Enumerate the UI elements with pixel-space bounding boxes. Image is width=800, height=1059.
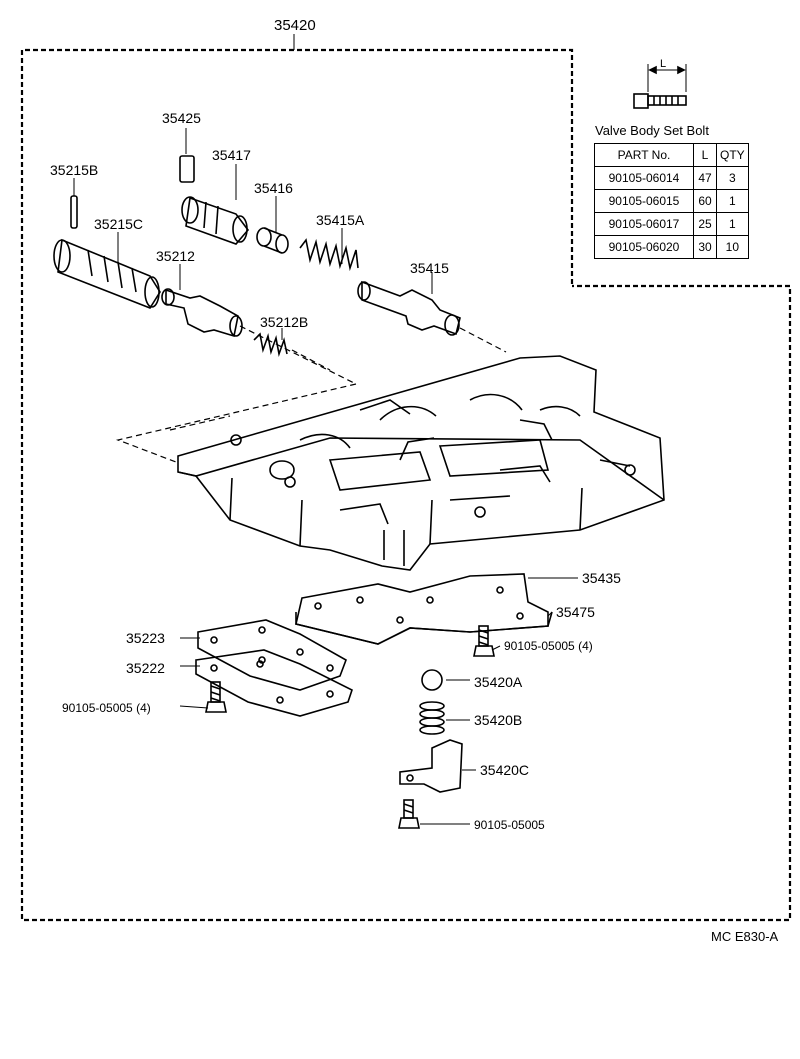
bolt-table: PART No. L QTY 90105-06014 47 3 90105-06… bbox=[594, 143, 749, 259]
table-row: 90105-06017 25 1 bbox=[594, 212, 749, 236]
label-dimension-l: L bbox=[660, 58, 667, 70]
label-35415A: 35415A bbox=[316, 212, 365, 228]
label-35212B: 35212B bbox=[260, 314, 309, 330]
label-35417: 35417 bbox=[212, 147, 251, 163]
label-35212: 35212 bbox=[156, 248, 195, 264]
label-bolt-right-plate: 90105-05005 (4) bbox=[504, 639, 593, 653]
label-35475: 35475 bbox=[556, 604, 595, 620]
bolt-table-header: PART No. bbox=[594, 143, 694, 167]
table-cell: 90105-06014 bbox=[594, 166, 694, 190]
part-35425-key bbox=[179, 155, 195, 183]
table-cell: 1 bbox=[716, 189, 749, 213]
label-35420C: 35420C bbox=[480, 762, 530, 778]
bolt-table-title: Valve Body Set Bolt bbox=[595, 123, 709, 138]
table-cell: 90105-06015 bbox=[594, 189, 694, 213]
label-35215C: 35215C bbox=[94, 216, 144, 232]
part-35212B-spring bbox=[253, 332, 288, 358]
label-35435: 35435 bbox=[582, 570, 621, 586]
label-35222: 35222 bbox=[126, 660, 165, 676]
bolt-bottom bbox=[398, 799, 420, 829]
table-cell: 10 bbox=[716, 235, 749, 259]
table-cell: 25 bbox=[693, 212, 717, 236]
part-35416-plug bbox=[256, 227, 289, 254]
part-35215B-pin bbox=[70, 195, 78, 229]
part-35417-sleeve bbox=[181, 196, 250, 245]
part-35420B-spring bbox=[419, 701, 445, 735]
bolt-table-header-row: PART No. L QTY bbox=[594, 143, 749, 167]
label-35215B: 35215B bbox=[50, 162, 99, 178]
table-row: 90105-06020 30 10 bbox=[594, 235, 749, 259]
label-35420A: 35420A bbox=[474, 674, 523, 690]
label-bolt-left-plate: 90105-05005 (4) bbox=[62, 701, 151, 715]
table-cell: 30 bbox=[693, 235, 717, 259]
label-35420B: 35420B bbox=[474, 712, 523, 728]
valve-body bbox=[177, 355, 665, 571]
bolt-table-header: QTY bbox=[716, 143, 749, 167]
label-bolt-bottom: 90105-05005 bbox=[474, 818, 545, 832]
label-35415: 35415 bbox=[410, 260, 449, 276]
set-bolt-icon bbox=[633, 64, 687, 109]
plate-35475 bbox=[295, 611, 553, 645]
part-35212-valve bbox=[161, 288, 243, 338]
table-cell: 3 bbox=[716, 166, 749, 190]
part-35415A-spring bbox=[299, 238, 359, 272]
diagram-code: MC E830-A bbox=[711, 929, 779, 944]
plate-35222 bbox=[195, 649, 353, 717]
label-35425: 35425 bbox=[162, 110, 201, 126]
bolt-left-plate bbox=[205, 681, 227, 713]
part-35215C-sleeve bbox=[53, 238, 161, 309]
table-cell: 60 bbox=[693, 189, 717, 213]
label-assembly-35420: 35420 bbox=[274, 17, 316, 34]
table-row: 90105-06015 60 1 bbox=[594, 189, 749, 213]
assembly-boundary bbox=[20, 48, 792, 922]
part-35420C-retainer bbox=[399, 739, 463, 793]
table-row: 90105-06014 47 3 bbox=[594, 166, 749, 190]
table-cell: 1 bbox=[716, 212, 749, 236]
table-cell: 90105-06017 bbox=[594, 212, 694, 236]
label-35223: 35223 bbox=[126, 630, 165, 646]
part-35420A-ball bbox=[421, 669, 443, 691]
table-cell: 90105-06020 bbox=[594, 235, 694, 259]
part-35415-valve bbox=[357, 280, 461, 336]
bolt-table-header: L bbox=[693, 143, 717, 167]
label-35416: 35416 bbox=[254, 180, 293, 196]
bolt-right-plate bbox=[473, 625, 495, 657]
table-cell: 47 bbox=[693, 166, 717, 190]
